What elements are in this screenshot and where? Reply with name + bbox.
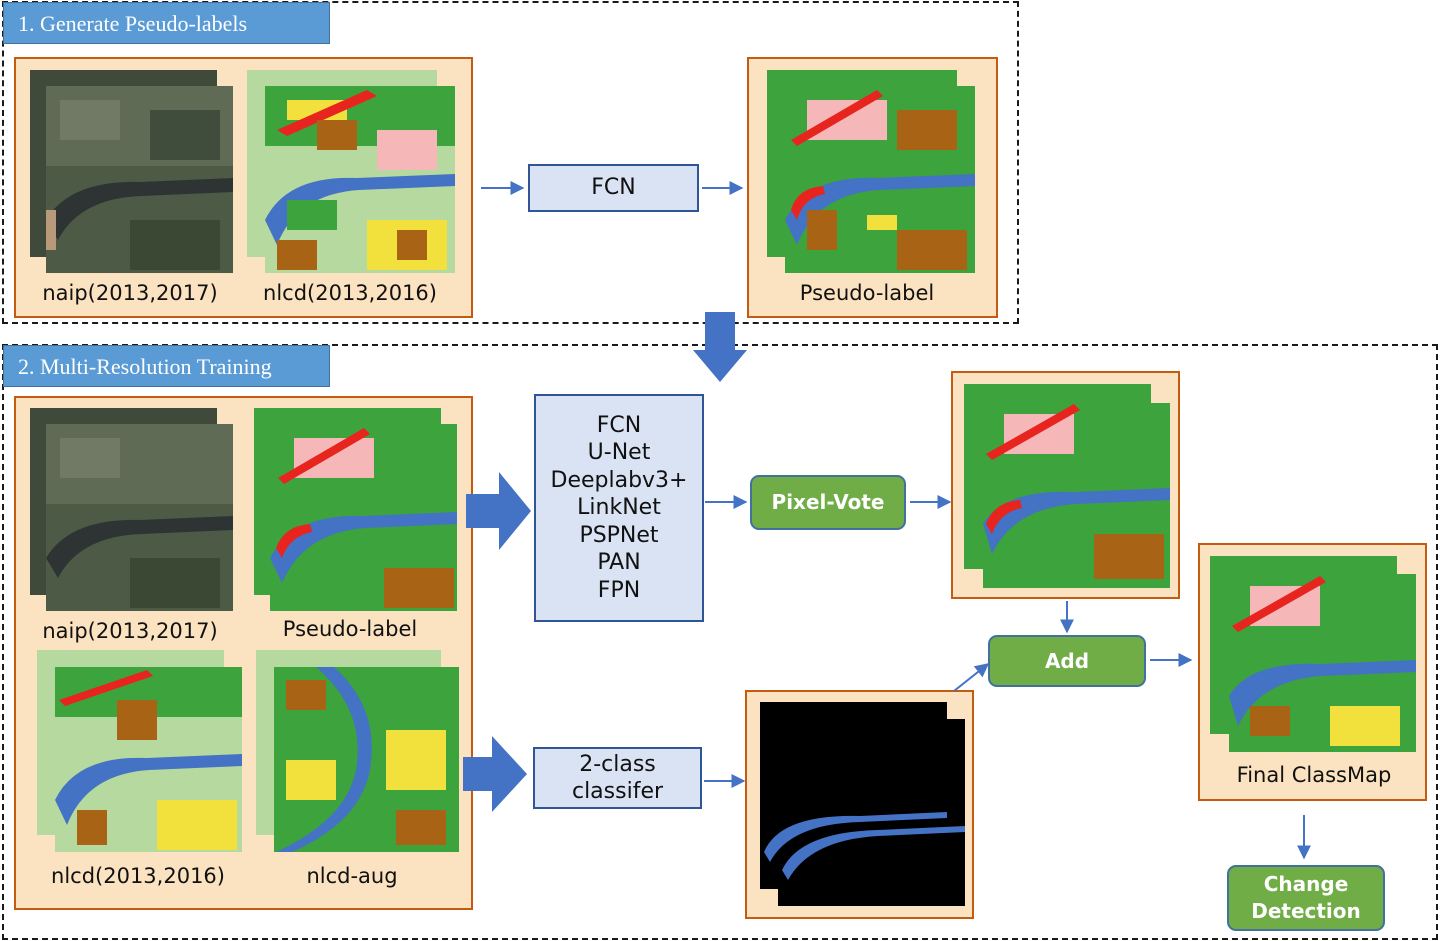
label-pseudo-bottom: Pseudo-label xyxy=(282,617,418,641)
model-pan: PAN xyxy=(597,550,641,576)
pseudo-label-image-top xyxy=(767,70,975,273)
nlcd-aug-image xyxy=(256,650,459,852)
label-pseudo-top: Pseudo-label xyxy=(799,281,935,305)
naip-image-bottom xyxy=(30,408,233,611)
models-box: FCN U-Net Deeplabv3+ LinkNet PSPNet PAN … xyxy=(534,394,704,622)
block-arrow-down xyxy=(693,312,747,382)
two-class-classifier-box: 2-class classifer xyxy=(533,747,702,809)
section-2-title: 2. Multi-Resolution Training xyxy=(3,345,330,387)
arrow-mask-to-add xyxy=(953,663,990,692)
label-nlcd-top: nlcd(2013,2016) xyxy=(263,281,437,305)
add-box: Add xyxy=(988,635,1146,687)
block-arrow-to-classifier xyxy=(463,736,527,812)
block-arrow-to-models xyxy=(466,472,531,550)
model-fcn: FCN xyxy=(596,412,642,438)
section-generate-pseudo-labels xyxy=(2,1,1019,324)
voted-classmap-image xyxy=(964,384,1170,588)
naip-stack-front xyxy=(46,86,233,273)
section-1-title: 1. Generate Pseudo-labels xyxy=(3,2,330,44)
change-detection-box: Change Detection xyxy=(1227,865,1385,931)
classifier-line-1: 2-class xyxy=(579,751,656,777)
label-naip-top: naip(2013,2017) xyxy=(42,281,218,305)
binary-mask-image xyxy=(760,702,965,906)
final-classmap-image xyxy=(1210,556,1416,752)
change-detection-line-2: Detection xyxy=(1251,899,1361,923)
label-naip-bottom: naip(2013,2017) xyxy=(42,619,218,643)
change-detection-line-1: Change xyxy=(1263,872,1349,896)
naip-image-top xyxy=(30,70,233,273)
classifier-line-2: classifer xyxy=(571,779,664,804)
nlcd-image-top xyxy=(247,70,455,273)
label-final-classmap: Final ClassMap xyxy=(1236,763,1392,787)
label-nlcd-aug: nlcd-aug xyxy=(306,864,398,888)
pseudo-label-image-bottom xyxy=(254,408,457,611)
pixel-vote-box: Pixel-Vote xyxy=(750,475,906,530)
fcn-box: FCN xyxy=(528,164,699,212)
model-linknet: LinkNet xyxy=(577,495,661,521)
model-unet: U-Net xyxy=(587,440,651,466)
model-pspnet: PSPNet xyxy=(579,522,659,548)
model-deeplabv3plus: Deeplabv3+ xyxy=(550,467,688,493)
label-nlcd-bottom: nlcd(2013,2016) xyxy=(51,864,225,888)
nlcd-image-bottom xyxy=(37,650,242,852)
model-fpn: FPN xyxy=(597,577,641,603)
